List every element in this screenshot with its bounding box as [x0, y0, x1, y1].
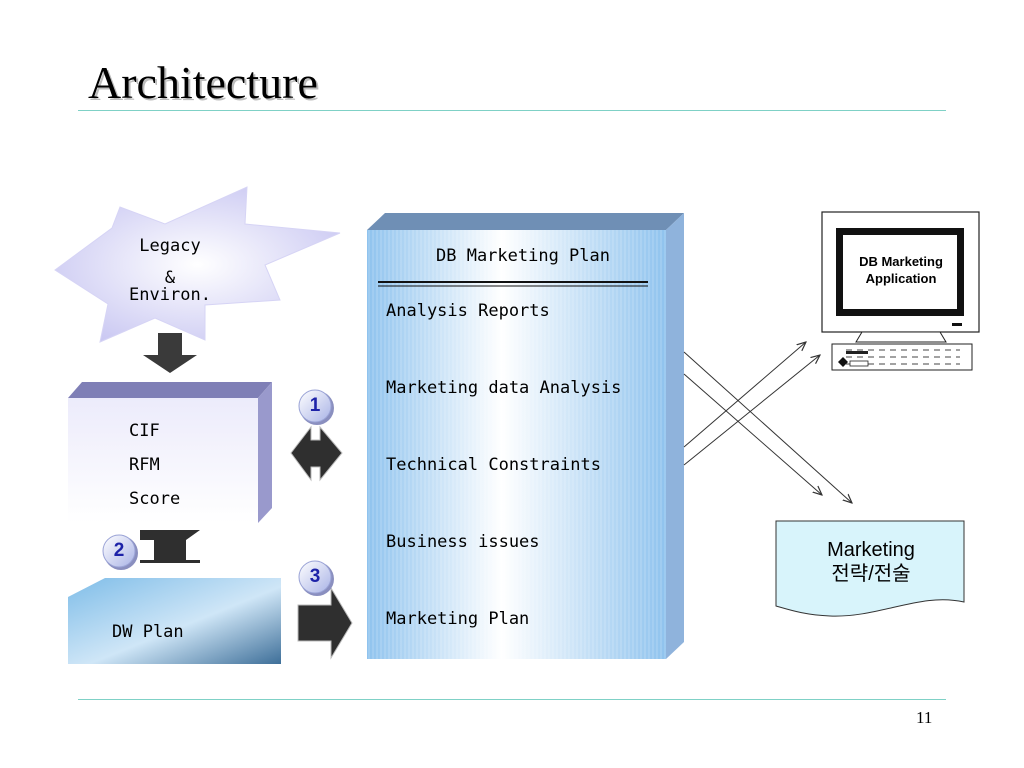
page-number: 11 [916, 708, 933, 727]
db-plan-item: Marketing data Analysis [386, 378, 622, 398]
step-badge-2: 2 [113, 540, 125, 561]
dw-plan-shape [68, 578, 281, 664]
down-arrow-icon [143, 333, 197, 373]
db-plan-item: Analysis Reports [386, 301, 550, 321]
db-plan-title: DB Marketing Plan [436, 246, 610, 266]
step-badge-1: 1 [309, 395, 321, 416]
step-badge-1-shape [298, 389, 334, 425]
cif-box-shape [68, 382, 272, 523]
marketing-document-shape [775, 520, 965, 617]
source-box-list: CIF RFM Score [129, 414, 180, 516]
marketing-doc-label: Marketing 전략/전술 [778, 538, 964, 586]
double-arrow-vertical-icon [140, 530, 200, 563]
legacy-line: Environ. [129, 285, 211, 305]
double-arrow-horizontal-icon [290, 425, 343, 482]
computer-monitor-icon [821, 211, 980, 371]
cross-arrows [683, 342, 852, 503]
application-line: Application [865, 271, 937, 286]
right-arrow-icon [297, 586, 353, 660]
legacy-line: Legacy [139, 236, 201, 256]
db-plan-item: Technical Constraints [386, 455, 601, 475]
source-item: CIF [129, 421, 160, 441]
marketing-doc-line: 전략/전술 [831, 563, 911, 585]
marketing-doc-line: Marketing [827, 539, 915, 561]
source-item: RFM [129, 455, 160, 475]
db-plan-panel-shape [367, 213, 684, 659]
legacy-label: Legacy & Environ. [110, 238, 230, 304]
legacy-line: & [164, 268, 176, 288]
footer-divider [78, 699, 946, 700]
db-plan-item: Marketing Plan [386, 609, 530, 629]
title-divider [78, 110, 946, 111]
step-badge-3: 3 [309, 566, 321, 587]
application-line: DB Marketing [859, 254, 943, 269]
legacy-burst-shape [54, 186, 341, 343]
step-badge-3-shape [298, 560, 334, 596]
db-plan-item: Business issues [386, 532, 540, 552]
source-item: Score [129, 489, 181, 509]
step-badge-2-shape [102, 534, 138, 570]
dw-plan-label: DW Plan [112, 622, 184, 642]
application-label: DB Marketing Application [838, 253, 964, 287]
page-title: Architecture [88, 57, 318, 108]
